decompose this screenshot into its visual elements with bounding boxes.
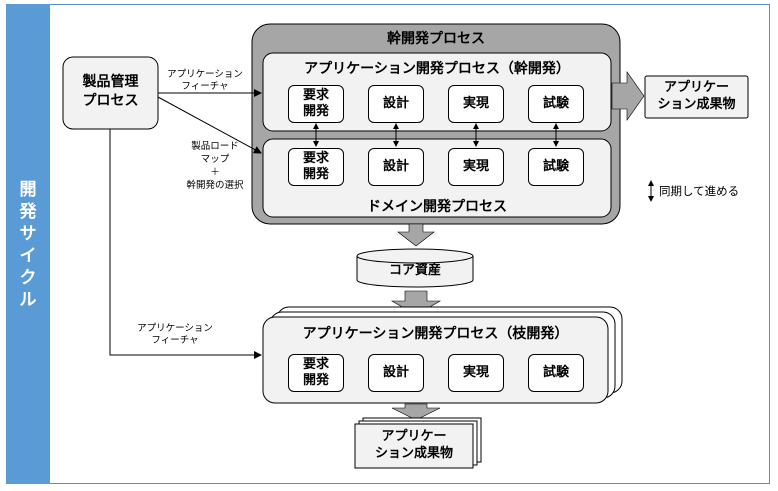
app-core-title: アプリケーション開発プロセス（幹開発） [304, 61, 570, 77]
step-design-core: 設計 [368, 85, 424, 123]
step-impl-domain: 実現 [448, 148, 504, 186]
step-impl-branch: 実現 [448, 354, 504, 392]
step-test-domain: 試験 [528, 148, 584, 186]
domain-box [262, 138, 612, 218]
core-assets-label: コア資産 [388, 263, 441, 278]
step-req-branch: 要求 開発 [288, 354, 344, 392]
step-test-core: 試験 [528, 85, 584, 123]
step-design-domain: 設計 [368, 148, 424, 186]
core-assets-cylinder [356, 248, 474, 288]
flow-label-roadmap: 製品ロード マップ ＋ 幹開発の選択 [186, 141, 244, 191]
app-branch-box [262, 316, 609, 404]
step-impl-core: 実現 [448, 85, 504, 123]
product-top-box [644, 75, 749, 119]
arrow-to-core-assets [397, 223, 435, 247]
product-bottom-box [354, 423, 474, 469]
sidebar: 開 発 サ イ ク ル [6, 4, 50, 484]
legend-label: 同期して進める [659, 184, 740, 198]
app-branch-title: アプリケーション開発プロセス（枝開発） [302, 326, 569, 342]
step-req-domain: 要求 開発 [288, 148, 344, 186]
app-core-box [262, 52, 612, 132]
flow-line-domain [157, 96, 262, 154]
arrow-to-product-bottom [391, 403, 441, 421]
flow-label-app-feature-top: アプリケーション フィーチャ [167, 69, 243, 92]
sidebar-label: 開 発 サ イ ク ル [19, 180, 37, 310]
step-req-core: 要求 開発 [288, 85, 344, 123]
core-process-title: 幹開発プロセス [387, 31, 485, 47]
product-mgmt-label: 製品管理 プロセス [82, 74, 139, 109]
flow-line-branch [109, 129, 262, 359]
product-bottom-label: アプリケー ション成果物 [374, 429, 453, 461]
step-test-branch: 試験 [528, 354, 584, 392]
product-top-label: アプリケー ション成果物 [657, 80, 736, 112]
flow-label-app-feature-bottom: アプリケーション フィーチャ [137, 323, 213, 346]
output-arrow-right [611, 71, 645, 121]
step-design-branch: 設計 [368, 354, 424, 392]
domain-title: ドメイン開発プロセス [367, 199, 507, 215]
